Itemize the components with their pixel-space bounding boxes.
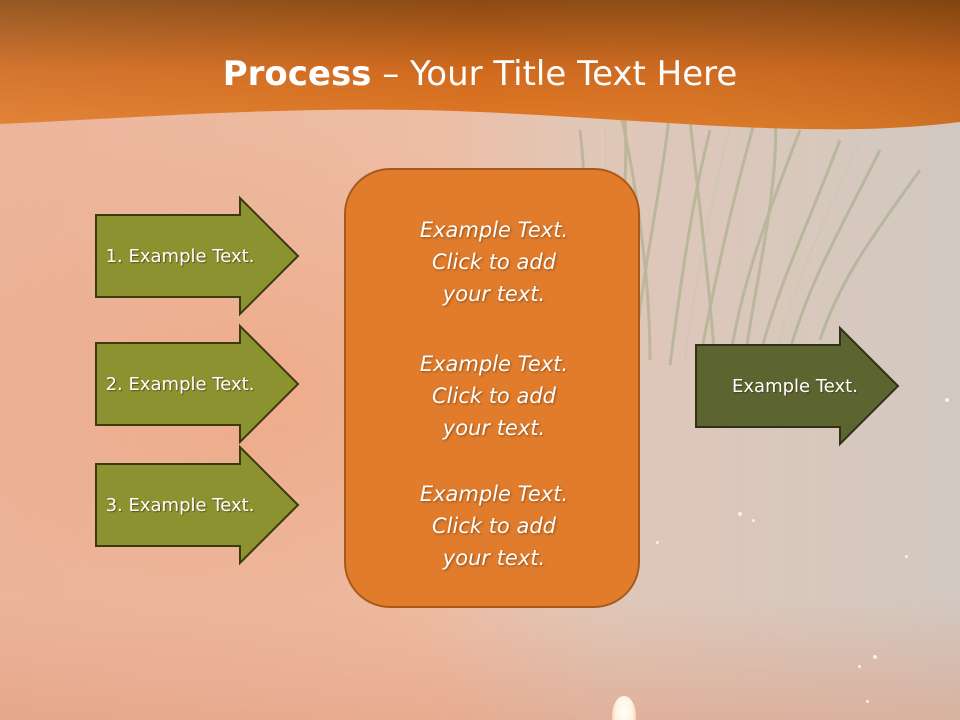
output-arrow-label: Example Text. xyxy=(732,375,858,397)
process-text-line: Click to add xyxy=(431,384,556,408)
output-arrow[interactable]: Example Text. xyxy=(695,325,900,447)
process-text-line: Click to add xyxy=(431,250,556,274)
sparkle-dot xyxy=(656,541,659,544)
sparkle-dot xyxy=(866,700,869,703)
input-arrow-1[interactable]: 1. Example Text. xyxy=(95,195,300,317)
arrow-shape xyxy=(95,444,300,566)
sparkle-dot xyxy=(945,398,949,402)
arrow-shape xyxy=(95,323,300,445)
process-box[interactable]: Example Text. Click to add your text. Ex… xyxy=(344,168,640,608)
sparkle-dot xyxy=(873,655,877,659)
process-text-line: Click to add xyxy=(431,514,556,538)
process-text-block[interactable]: Example Text. Click to add your text. xyxy=(346,478,642,574)
arrow-shape xyxy=(95,195,300,317)
sparkle-dot xyxy=(858,665,861,668)
page-title: Process – Your Title Text Here xyxy=(0,52,960,96)
process-text-line: your text. xyxy=(442,546,546,570)
input-arrow-3[interactable]: 3. Example Text. xyxy=(95,444,300,566)
process-text-line: your text. xyxy=(442,416,546,440)
input-arrow-2[interactable]: 2. Example Text. xyxy=(95,323,300,445)
arrow-shape xyxy=(695,325,900,447)
input-arrow-label: 2. Example Text. xyxy=(105,373,255,395)
sparkle-dot xyxy=(905,555,908,558)
process-text-line: Example Text. xyxy=(419,482,569,506)
process-text-line: Example Text. xyxy=(419,352,569,376)
title-banner xyxy=(0,0,960,130)
input-arrow-label: 1. Example Text. xyxy=(105,245,255,267)
process-text-block[interactable]: Example Text. Click to add your text. xyxy=(346,348,642,444)
sparkle-dot xyxy=(752,519,755,522)
process-text-line: your text. xyxy=(442,282,546,306)
process-text-line: Example Text. xyxy=(419,218,569,242)
process-text-block[interactable]: Example Text. Click to add your text. xyxy=(346,214,642,310)
background-floor xyxy=(0,600,960,720)
title-rest: – Your Title Text Here xyxy=(371,54,738,94)
input-arrow-label: 3. Example Text. xyxy=(105,494,255,516)
title-bold: Process xyxy=(222,54,372,94)
sparkle-dot xyxy=(738,512,742,516)
